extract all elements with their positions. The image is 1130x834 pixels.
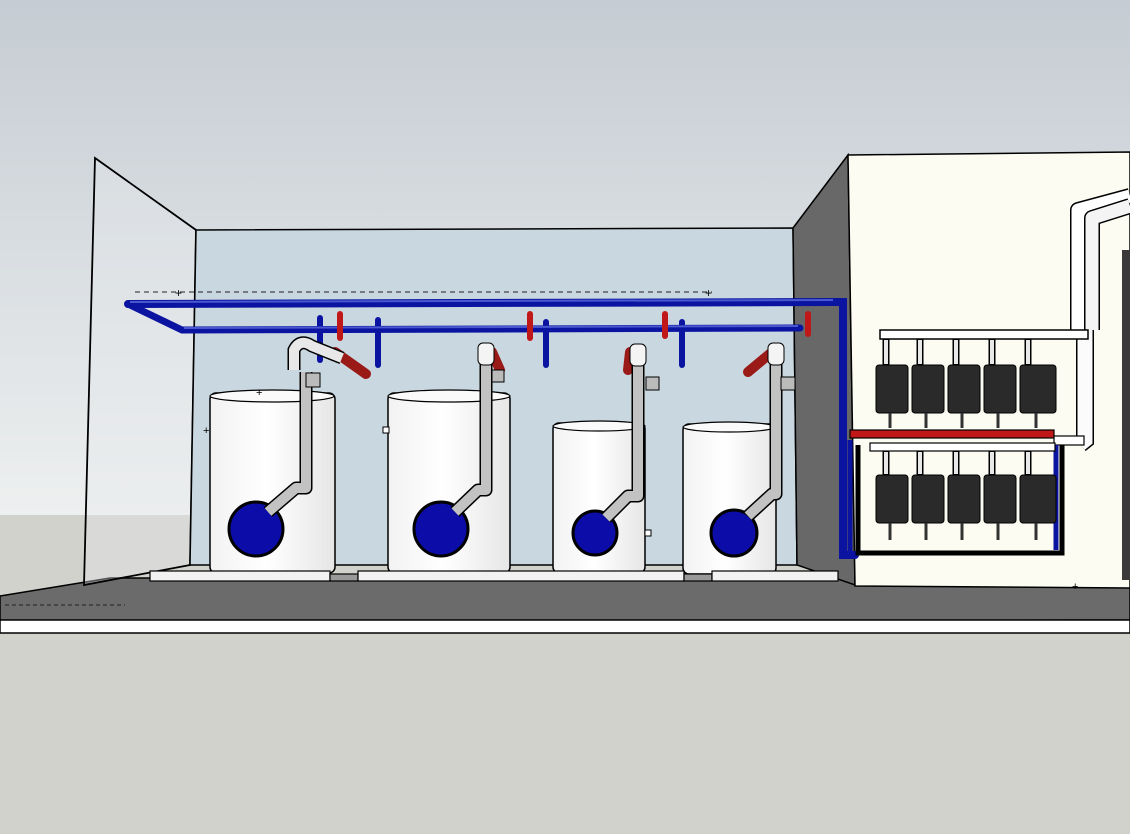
water-heater-2 xyxy=(382,342,511,574)
water-heater-3 xyxy=(552,343,660,574)
burner-port-icon xyxy=(571,509,619,557)
floor-slab-edge xyxy=(0,619,1130,634)
panel-marker: + xyxy=(1072,581,1078,593)
vent-pipe xyxy=(744,362,781,520)
vent-pipe xyxy=(451,362,491,516)
vent-pipe xyxy=(602,362,643,522)
manifold-upper xyxy=(875,329,1089,428)
floor-slab xyxy=(0,577,1130,623)
hot-supply-bar xyxy=(849,429,1055,439)
water-heater-1 xyxy=(209,336,345,574)
manifold-lower-pumps xyxy=(875,474,1057,524)
hot-water-drops xyxy=(337,311,811,341)
burner-port-icon xyxy=(227,500,285,558)
return-bar xyxy=(1053,435,1085,446)
supply-header xyxy=(124,298,859,559)
vent-pipe xyxy=(264,372,311,516)
manifold-upper-pumps xyxy=(875,364,1057,414)
wall-marker: + xyxy=(203,425,209,437)
dimension-marker-left: + xyxy=(175,286,182,300)
panel-edge-strip xyxy=(1122,250,1130,580)
equipment-pads xyxy=(149,570,839,582)
water-heater-4 xyxy=(682,342,796,575)
burner-port-icon xyxy=(709,508,759,558)
supply-highlights xyxy=(129,299,834,329)
panel-return-pipe xyxy=(1070,188,1130,452)
left-glass-wall xyxy=(83,156,197,587)
manifold-lower xyxy=(847,440,1065,556)
burner-port-icon xyxy=(412,500,470,558)
dimension-marker-right: + xyxy=(705,286,712,300)
tank-marker: + xyxy=(256,387,262,399)
